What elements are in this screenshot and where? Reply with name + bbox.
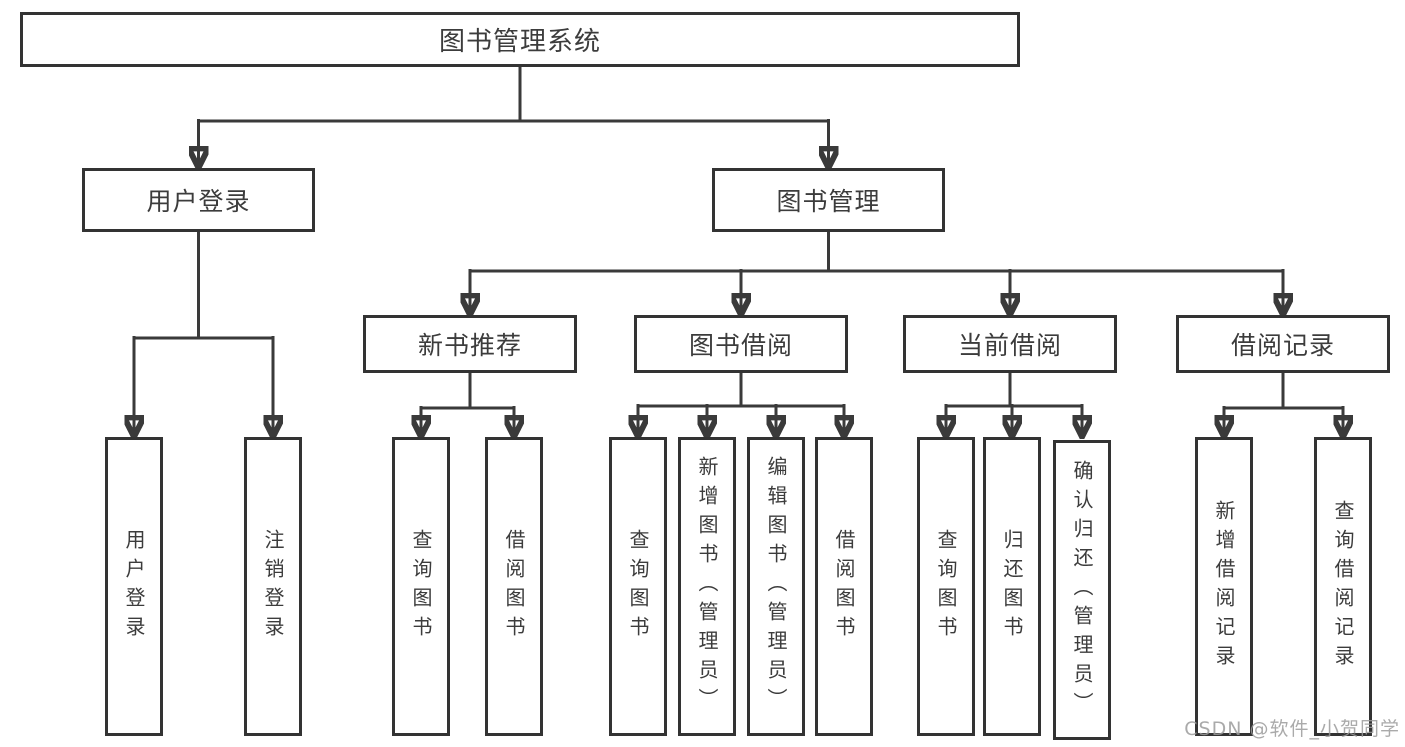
node-query-books-current: 查询图书 — [917, 437, 975, 736]
node-label: 编辑图书（管理员） — [764, 456, 788, 717]
node-book-management: 图书管理 — [712, 168, 945, 232]
node-label: 新书推荐 — [417, 331, 522, 360]
node-query-books-recommend: 查询图书 — [392, 437, 450, 736]
node-borrow-books-recommend: 借阅图书 — [485, 437, 543, 736]
node-label: 查询图书 — [626, 528, 650, 645]
node-book-borrowing: 图书借阅 — [634, 315, 848, 373]
node-label: 当前借阅 — [957, 331, 1062, 360]
node-new-book-recommendation: 新书推荐 — [363, 315, 577, 373]
node-add-borrow-record: 新增借阅记录 — [1195, 437, 1253, 736]
node-label: 归还图书 — [1000, 528, 1024, 645]
node-borrow-books-borrowing: 借阅图书 — [815, 437, 873, 736]
node-label: 查询借阅记录 — [1331, 499, 1355, 674]
node-query-books-borrowing: 查询图书 — [609, 437, 667, 736]
node-label: 查询图书 — [934, 528, 958, 645]
node-edit-book-admin: 编辑图书（管理员） — [747, 437, 805, 736]
csdn-watermark: CSDN @软件_小贺同学 — [1184, 718, 1400, 740]
node-label: 借阅记录 — [1230, 331, 1335, 360]
node-label: 用户登录 — [146, 187, 251, 216]
node-label: 注销登录 — [261, 528, 285, 645]
node-label: 图书管理 — [776, 187, 881, 216]
node-label: 图书管理系统 — [438, 27, 601, 57]
node-label: 用户登录 — [122, 528, 146, 645]
node-user-login-action: 用户登录 — [105, 437, 163, 736]
node-add-book-admin: 新增图书（管理员） — [678, 437, 736, 736]
node-label: 图书借阅 — [688, 331, 793, 360]
connector-new-book-children — [421, 373, 514, 434]
node-label: 借阅图书 — [832, 528, 856, 645]
connector-root-to-level2 — [199, 67, 829, 165]
node-confirm-return-admin: 确认归还（管理员） — [1053, 440, 1111, 740]
node-return-books: 归还图书 — [983, 437, 1041, 736]
node-label: 新增图书（管理员） — [695, 456, 719, 717]
node-user-login: 用户登录 — [82, 168, 315, 232]
node-library-management-system: 图书管理系统 — [20, 12, 1020, 67]
connector-book-borrowing-children — [638, 373, 844, 434]
node-borrowing-records: 借阅记录 — [1176, 315, 1390, 373]
node-label: 查询图书 — [409, 528, 433, 645]
connector-borrow-records-children — [1224, 373, 1343, 434]
node-label: 借阅图书 — [502, 528, 526, 645]
node-query-borrow-record: 查询借阅记录 — [1314, 437, 1372, 736]
connector-book-management-children — [470, 232, 1283, 312]
node-label: 确认归还（管理员） — [1070, 459, 1094, 721]
node-logout-action: 注销登录 — [244, 437, 302, 736]
node-current-borrowing: 当前借阅 — [903, 315, 1117, 373]
connector-user-login-children — [134, 232, 273, 434]
connector-current-borrowing-children — [946, 373, 1082, 434]
node-label: 新增借阅记录 — [1212, 499, 1236, 674]
